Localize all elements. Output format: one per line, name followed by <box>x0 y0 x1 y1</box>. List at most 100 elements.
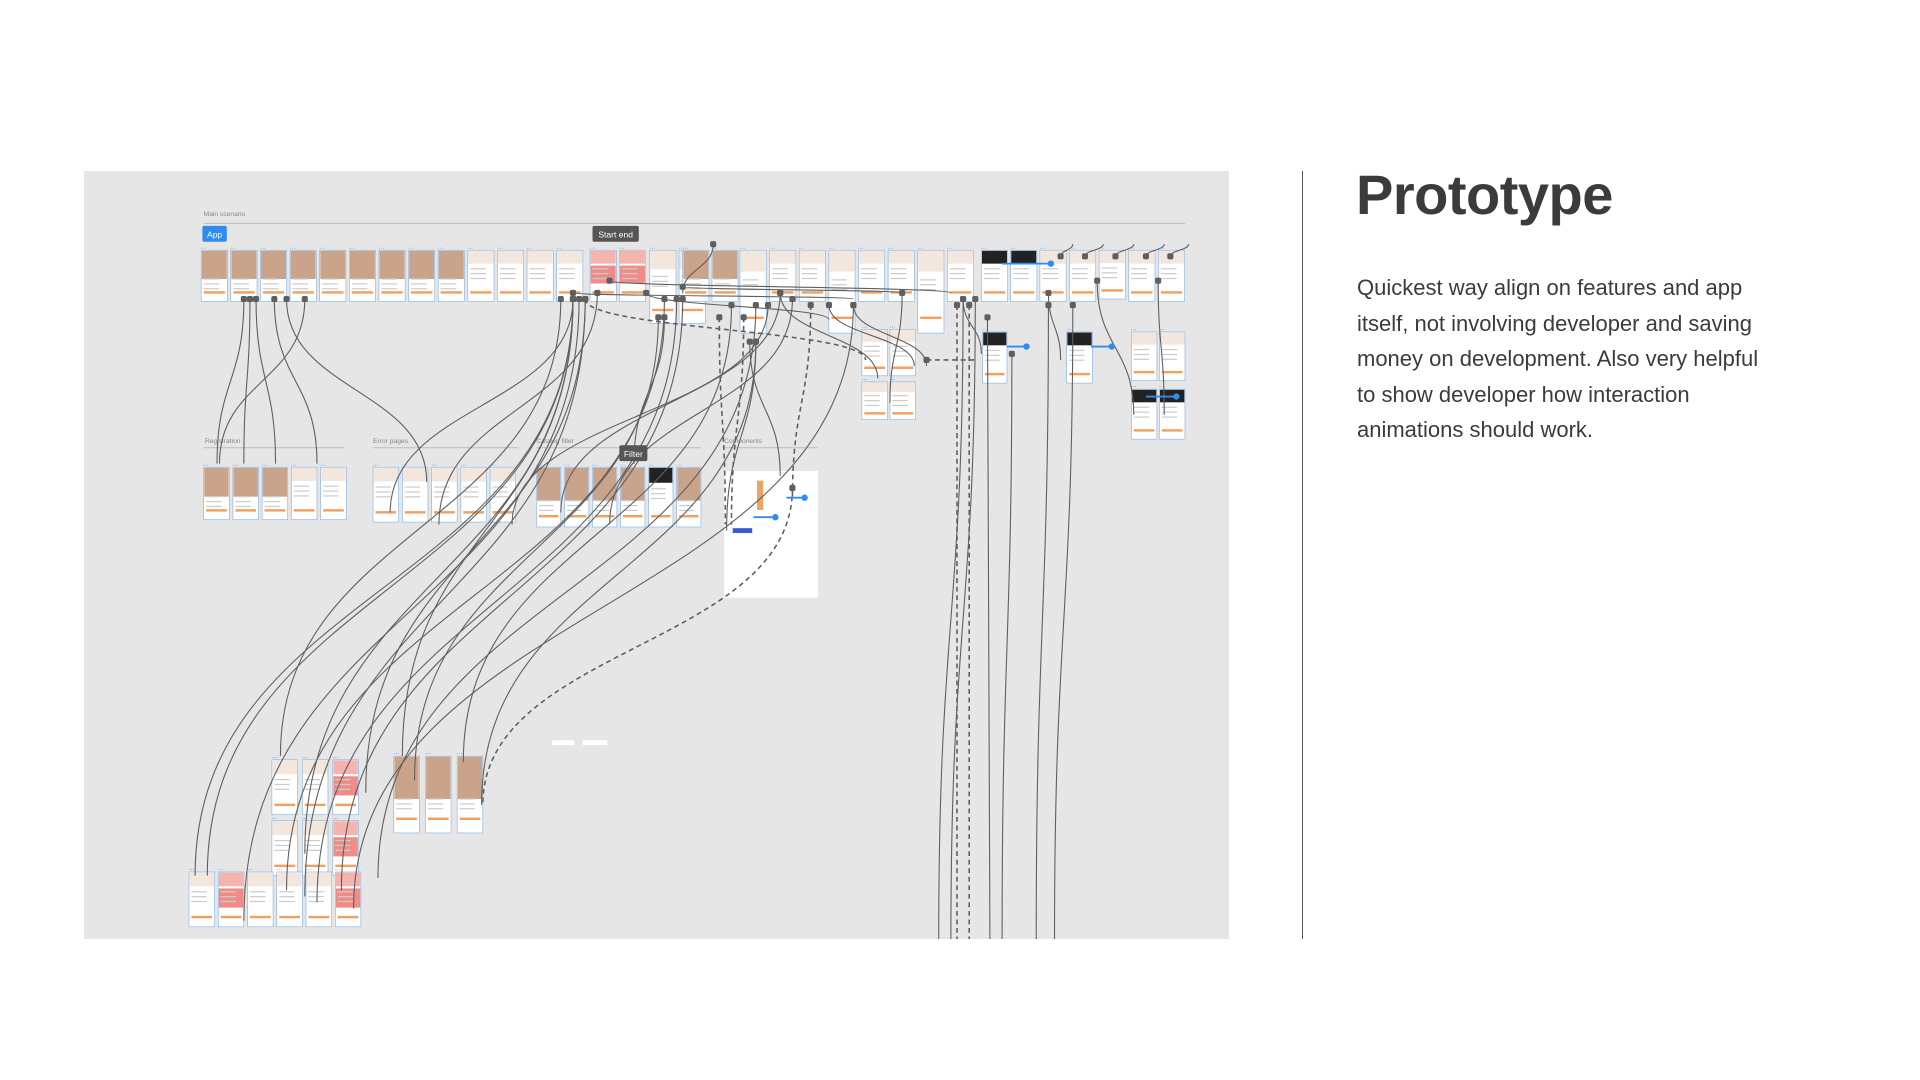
frame-menu-dots[interactable]: • • • <box>1099 246 1104 250</box>
frame-menu-dots[interactable]: • • • <box>461 463 466 467</box>
connector-node[interactable] <box>972 295 979 303</box>
frame-menu-dots[interactable]: • • • <box>740 246 745 250</box>
frame-menu-dots[interactable]: • • • <box>262 463 267 467</box>
connector-handle[interactable] <box>1173 393 1180 400</box>
screen-frame[interactable] <box>648 466 674 528</box>
prototype-connector[interactable] <box>718 317 727 525</box>
connector-node[interactable] <box>271 295 278 303</box>
screen-frame[interactable] <box>1128 249 1156 302</box>
screen-frame[interactable] <box>393 755 420 834</box>
prototype-connector[interactable] <box>645 292 830 321</box>
frame-menu-dots[interactable]: • • • <box>590 246 595 250</box>
connector-node[interactable] <box>984 314 991 321</box>
frame-menu-dots[interactable]: • • • <box>432 463 437 467</box>
screen-frame[interactable] <box>332 820 359 876</box>
frame-menu-dots[interactable]: • • • <box>333 755 338 759</box>
frame-menu-dots[interactable]: • • • <box>1040 246 1045 250</box>
prototype-connector[interactable] <box>243 298 580 921</box>
screen-frame[interactable] <box>456 755 484 834</box>
frame-menu-dots[interactable]: • • • <box>683 246 688 250</box>
prototype-connector[interactable] <box>633 317 665 464</box>
connector-handle[interactable] <box>1108 343 1115 350</box>
screen-frame[interactable] <box>332 759 359 815</box>
frame-menu-dots[interactable]: • • • <box>564 463 569 467</box>
prototype-connector[interactable] <box>730 317 745 525</box>
prototype-connector[interactable] <box>682 286 903 294</box>
connector-node[interactable] <box>777 289 784 296</box>
connector-node[interactable] <box>807 302 814 309</box>
connector-node[interactable] <box>252 295 260 303</box>
prototype-connector[interactable] <box>609 298 793 525</box>
screen-frame[interactable] <box>319 249 347 302</box>
prototype-connector[interactable] <box>1053 305 1074 939</box>
frame-menu-dots[interactable]: • • • <box>858 246 863 250</box>
screen-frame[interactable] <box>305 871 332 928</box>
frame-menu-dots[interactable]: • • • <box>621 463 626 467</box>
screen-frame[interactable] <box>526 249 554 302</box>
screen-frame[interactable] <box>302 820 329 876</box>
connector-node[interactable] <box>679 295 686 303</box>
frame-menu-dots[interactable]: • • • <box>890 325 895 329</box>
frame-menu-dots[interactable]: • • • <box>277 867 282 871</box>
prototype-connector[interactable] <box>377 305 757 879</box>
connector-node[interactable] <box>1069 302 1076 309</box>
prototype-connector[interactable] <box>304 298 586 897</box>
screen-frame[interactable] <box>739 249 767 334</box>
screen-frame[interactable] <box>431 466 458 523</box>
screen-frame[interactable] <box>289 249 317 302</box>
prototype-connector[interactable] <box>255 298 277 464</box>
frame-menu-dots[interactable]: • • • <box>1067 327 1072 331</box>
frame-menu-dots[interactable]: • • • <box>527 246 532 250</box>
connector-node[interactable] <box>576 295 583 303</box>
screen-frame[interactable] <box>858 249 886 302</box>
prototype-connector[interactable] <box>1047 292 1062 360</box>
frame-menu-dots[interactable]: • • • <box>947 246 952 250</box>
connector-node[interactable] <box>728 302 735 309</box>
connector-node[interactable] <box>283 295 290 303</box>
frame-menu-dots[interactable]: • • • <box>468 246 473 250</box>
prototype-connector[interactable] <box>273 298 318 464</box>
prototype-connector[interactable] <box>584 298 867 361</box>
frame-menu-dots[interactable]: • • • <box>302 755 307 759</box>
connector-node[interactable] <box>1142 253 1149 260</box>
prototype-connector[interactable] <box>401 298 574 757</box>
screen-frame[interactable] <box>200 249 228 302</box>
connector-node[interactable] <box>752 302 759 309</box>
frame-menu-dots[interactable]: • • • <box>201 246 206 250</box>
frame-menu-dots[interactable]: • • • <box>490 463 495 467</box>
connector-node[interactable] <box>1167 253 1174 260</box>
connector-node[interactable] <box>301 295 308 303</box>
connector-node[interactable] <box>655 314 662 321</box>
connector-node[interactable] <box>246 295 253 303</box>
frame-menu-dots[interactable]: • • • <box>402 463 407 467</box>
screen-frame[interactable] <box>291 466 318 520</box>
prototype-connector[interactable] <box>1035 305 1049 939</box>
prototype-connector[interactable] <box>438 292 598 525</box>
connector-node[interactable] <box>850 302 857 309</box>
screen-frame[interactable] <box>217 871 245 928</box>
frame-menu-dots[interactable]: • • • <box>302 816 307 820</box>
prototype-connector[interactable] <box>194 298 574 876</box>
connector-node[interactable] <box>582 295 589 303</box>
prototype-connector[interactable] <box>1096 280 1135 415</box>
frame-menu-dots[interactable]: • • • <box>349 246 354 250</box>
connector-node[interactable] <box>661 314 668 321</box>
prototype-connector[interactable] <box>462 305 733 763</box>
screen-frame[interactable] <box>828 249 856 334</box>
frame-menu-dots[interactable]: • • • <box>862 377 867 381</box>
frame-menu-dots[interactable]: • • • <box>712 246 717 250</box>
prototype-connector[interactable] <box>413 317 659 781</box>
prototype-connector[interactable] <box>962 298 982 354</box>
connector-node[interactable] <box>1094 277 1101 284</box>
screen-frame[interactable] <box>711 249 739 302</box>
screen-frame[interactable] <box>981 249 1008 302</box>
screen-frame[interactable] <box>260 249 287 302</box>
screen-frame[interactable] <box>682 249 710 302</box>
screen-frame[interactable] <box>1098 249 1126 300</box>
connector-node[interactable] <box>1112 253 1119 260</box>
screen-frame[interactable] <box>334 871 362 928</box>
connector-handle[interactable] <box>1023 343 1030 350</box>
frame-menu-dots[interactable]: • • • <box>1131 385 1136 389</box>
frame-menu-dots[interactable]: • • • <box>981 246 986 250</box>
flow-start-app[interactable]: App <box>202 225 227 242</box>
